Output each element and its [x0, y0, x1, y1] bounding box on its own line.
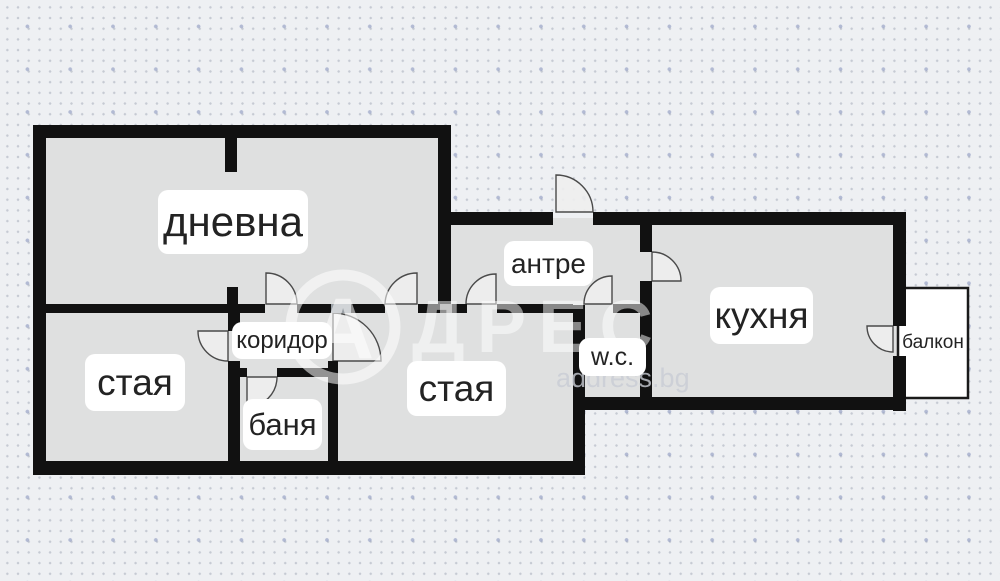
door-arc-entry-hall — [465, 273, 497, 305]
wall — [445, 212, 553, 225]
door-leaf — [331, 304, 351, 313]
door-arc-balcony — [866, 325, 894, 353]
room-label-living: дневна — [158, 190, 308, 254]
watermark: А ДРЕС address.bg — [285, 269, 690, 393]
wall — [33, 125, 46, 475]
room-label-balcony: балкон — [902, 331, 964, 353]
wall-stub — [225, 138, 237, 172]
wall — [297, 304, 332, 313]
wall — [328, 361, 338, 461]
room-label-room-left: стая — [85, 354, 185, 411]
wall-junction — [440, 304, 452, 313]
wall — [38, 304, 265, 313]
door-arc-entrance — [555, 174, 594, 213]
walls — [33, 125, 906, 475]
room-label-room-middle: стая — [407, 361, 506, 416]
wall — [497, 304, 573, 313]
wall — [277, 368, 338, 377]
wall — [351, 304, 385, 313]
room-label-entry-hall: антре — [504, 241, 593, 286]
wall — [228, 368, 247, 377]
door-arc-kitchen — [651, 251, 682, 282]
wall — [593, 212, 905, 225]
wall — [640, 224, 652, 252]
wall — [893, 212, 906, 326]
wall — [33, 125, 451, 138]
wall — [33, 461, 585, 475]
wall — [228, 361, 240, 461]
doors — [197, 174, 894, 408]
room-label-wc: w.c. — [579, 338, 646, 376]
room-label-corridor: коридор — [232, 322, 332, 359]
door-arc-wc — [583, 275, 613, 305]
room-label-bathroom: баня — [243, 399, 322, 450]
room-label-kitchen: кухня — [710, 287, 813, 344]
wall — [438, 125, 451, 313]
wall-stub — [227, 287, 238, 305]
door-arc-room-left — [197, 330, 229, 362]
wall — [613, 304, 652, 313]
balcony-outline — [896, 286, 970, 400]
wall — [573, 397, 905, 410]
